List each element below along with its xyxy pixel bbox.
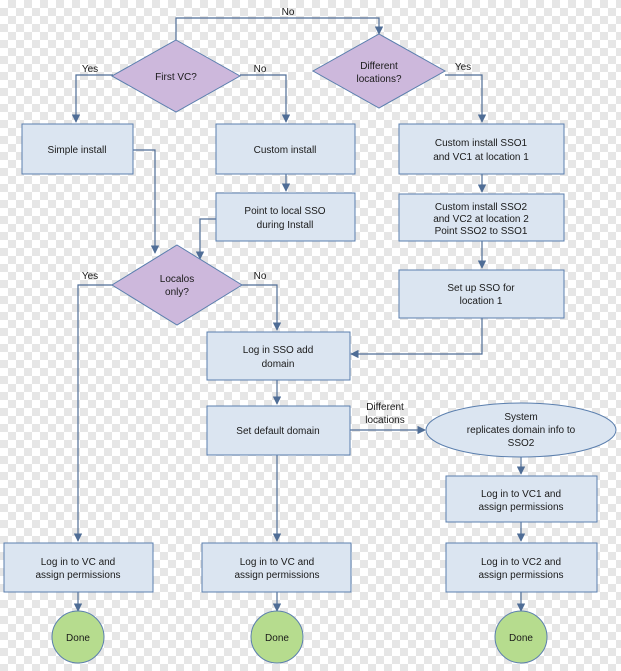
svg-text:assign permissions: assign permissions [478,502,563,513]
svg-text:Log in SSO add: Log in SSO add [243,345,314,356]
svg-text:System: System [504,412,537,423]
label-diff-loc-yes: Yes [455,62,471,73]
step-custom-install: Custom install [215,123,356,175]
connector-first-vc-to-diff-loc [175,17,384,40]
svg-text:during Install: during Install [257,220,314,231]
connector-diff-loc-yes [445,74,487,123]
label-first-vc-no: No [254,64,267,75]
step-set-up-sso: Set up SSO for location 1 [398,269,565,319]
svg-text:Custom install SSO1: Custom install SSO1 [435,138,528,149]
svg-text:Localos: Localos [160,274,194,285]
connector-localos-yes [73,284,112,542]
step-log-in-vc1: Log in to VC1 and assign permissions [445,475,598,523]
svg-text:and VC1 at location 1: and VC1 at location 1 [433,152,529,163]
svg-text:Set up SSO for: Set up SSO for [447,283,515,294]
decision-localos-only: Localos only? [111,244,243,326]
svg-text:Log in to VC and: Log in to VC and [240,557,315,568]
svg-text:replicates domain info to: replicates domain info to [467,425,576,436]
step-system-replicates: System replicates domain info to SSO2 [425,402,617,458]
label-first-vc-yes: Yes [82,64,98,75]
terminal-done-mid: Done [250,610,304,664]
svg-text:Custom install SSO2: Custom install SSO2 [435,202,528,213]
step-log-in-vc2: Log in to VC2 and assign permissions [445,542,598,593]
svg-text:First VC?: First VC? [155,72,197,83]
svg-text:Done: Done [509,633,533,644]
label-localos-no: No [254,271,267,282]
svg-text:Done: Done [265,633,289,644]
svg-text:Point SSO2 to SSO1: Point SSO2 to SSO1 [435,226,528,237]
svg-text:Log in to VC and: Log in to VC and [41,557,116,568]
connector-point-to-localos [195,218,216,260]
svg-text:Log in to VC2 and: Log in to VC2 and [481,557,561,568]
label-top-no: No [282,7,295,18]
connector-localos-no [242,284,282,331]
connector-setup-to-login-sso [350,318,483,359]
svg-text:Different: Different [360,61,398,72]
svg-text:Set default domain: Set default domain [236,426,319,437]
step-custom-install-sso2: Custom install SSO2 and VC2 at location … [398,193,565,242]
label-diff-loc-side-1: Different [366,402,404,413]
step-log-in-sso: Log in SSO add domain [206,331,351,381]
connector-simple-to-localos [133,149,160,254]
svg-text:assign permissions: assign permissions [234,570,319,581]
edge-labels: No Yes No Yes Yes No Different locations [82,7,471,426]
decision-first-vc: First VC? [110,39,242,113]
connector-first-vc-no [240,74,291,123]
svg-text:SSO2: SSO2 [508,438,535,449]
label-localos-yes: Yes [82,271,98,282]
svg-text:assign permissions: assign permissions [478,570,563,581]
svg-text:Done: Done [66,633,90,644]
svg-text:Custom install: Custom install [254,145,317,156]
connector-first-vc-yes [71,74,113,123]
terminal-done-left: Done [51,610,105,664]
label-diff-loc-side-2: locations [365,415,404,426]
svg-text:assign permissions: assign permissions [35,570,120,581]
svg-text:Simple install: Simple install [48,145,107,156]
svg-text:and VC2 at location 2: and VC2 at location 2 [433,214,529,225]
step-custom-install-sso1: Custom install SSO1 and VC1 at location … [398,123,565,175]
svg-text:only?: only? [165,287,189,298]
connectors [71,17,526,612]
step-set-default-domain: Set default domain [206,405,351,456]
svg-text:Point to local SSO: Point to local SSO [244,206,325,217]
step-simple-install: Simple install [21,123,134,175]
svg-text:Log in to VC1 and: Log in to VC1 and [481,489,561,500]
svg-text:locations?: locations? [356,74,401,85]
decision-different-locations: Different locations? [311,33,447,109]
svg-text:domain: domain [262,359,295,370]
svg-text:location 1: location 1 [460,296,503,307]
step-point-to-local-sso: Point to local SSO during Install [215,192,356,242]
terminal-done-right: Done [494,610,548,664]
step-log-in-vc-mid: Log in to VC and assign permissions [201,542,352,593]
step-log-in-vc-left: Log in to VC and assign permissions [3,542,154,593]
